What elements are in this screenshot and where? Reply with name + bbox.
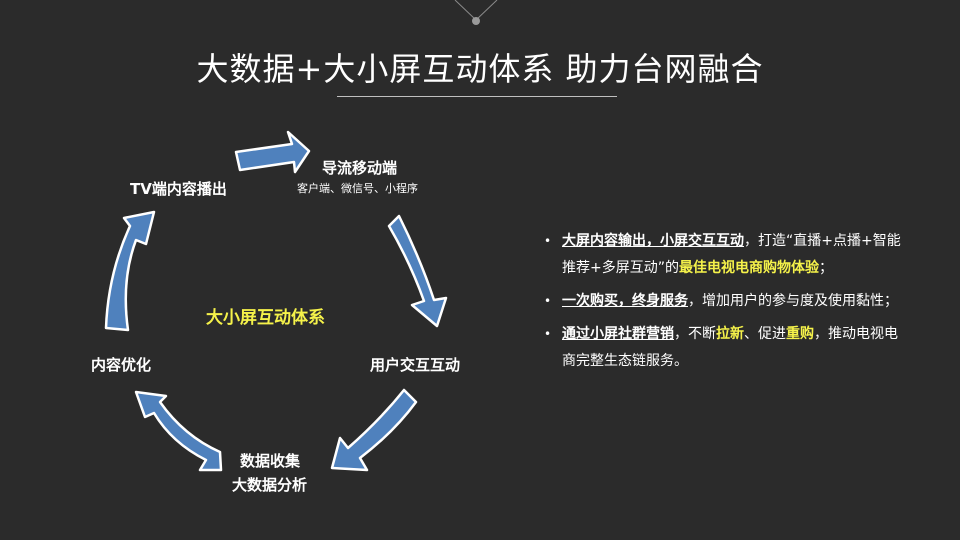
bullet-text: 、促进 — [744, 326, 786, 342]
cycle-diagram — [104, 130, 448, 472]
bullet-text: ，增加用户的参与度及使用黏性； — [688, 293, 898, 309]
bullet-highlight: 拉新 — [716, 326, 744, 342]
bullet-item: • 一次购买，终身服务，增加用户的参与度及使用黏性； — [540, 288, 910, 315]
node-flow-mobile-sub: 客户端、微信号、小程序 — [297, 182, 418, 195]
bullet-emphasis: 一次购买，终身服务 — [562, 293, 688, 309]
cycle-arrow-left-top — [104, 210, 156, 332]
bullet-text: ； — [818, 260, 833, 276]
cycle-arrow-left-bottom — [134, 390, 223, 472]
bullet-item: • 大屏内容输出，小屏交互互动，打造“直播+点播+智能推荐+多屏互动”的最佳电视… — [540, 228, 910, 282]
bullet-emphasis: 大屏内容输出，小屏交互互动 — [562, 233, 744, 249]
node-flow-mobile: 导流移动端 — [322, 159, 398, 177]
top-ornament — [454, 0, 498, 25]
bullet-dot-icon: • — [544, 327, 552, 341]
bullet-item: • 通过小屏社群营销，不断拉新、促进重购，推动电视电商完整生态链服务。 — [540, 321, 910, 375]
bullet-dot-icon: • — [544, 294, 552, 308]
cycle-arrow-right-top — [387, 214, 448, 328]
node-user-interaction: 用户交互互动 — [370, 356, 461, 374]
cycle-arrow-right-bottom — [330, 388, 418, 472]
bullet-highlight: 重购 — [786, 326, 814, 342]
diagram-center-label: 大小屏互动体系 — [206, 308, 325, 328]
title-divider — [337, 96, 617, 97]
node-tv-output: TV端内容播出 — [130, 180, 227, 198]
page-title: 大数据+大小屏互动体系 助力台网融合 — [196, 50, 764, 88]
bullet-list: • 大屏内容输出，小屏交互互动，打造“直播+点播+智能推荐+多屏互动”的最佳电视… — [540, 228, 910, 381]
bullet-text: ，推动电视电商完整生态链服务。 — [562, 326, 898, 369]
node-data-collect: 数据收集 — [240, 452, 301, 470]
bullet-text: ，不断 — [674, 326, 716, 342]
node-content-optimize: 内容优化 — [91, 356, 152, 374]
bullet-dot-icon: • — [544, 234, 552, 248]
cycle-arrow-top — [234, 130, 311, 174]
bullet-highlight: 最佳电视电商购物体验 — [678, 260, 819, 276]
bullet-text: ，打造“直播+点播+智能推荐+多屏互动”的 — [562, 233, 901, 276]
bullet-emphasis: 通过小屏社群营销 — [562, 326, 674, 342]
node-data-analysis: 大数据分析 — [232, 476, 308, 494]
